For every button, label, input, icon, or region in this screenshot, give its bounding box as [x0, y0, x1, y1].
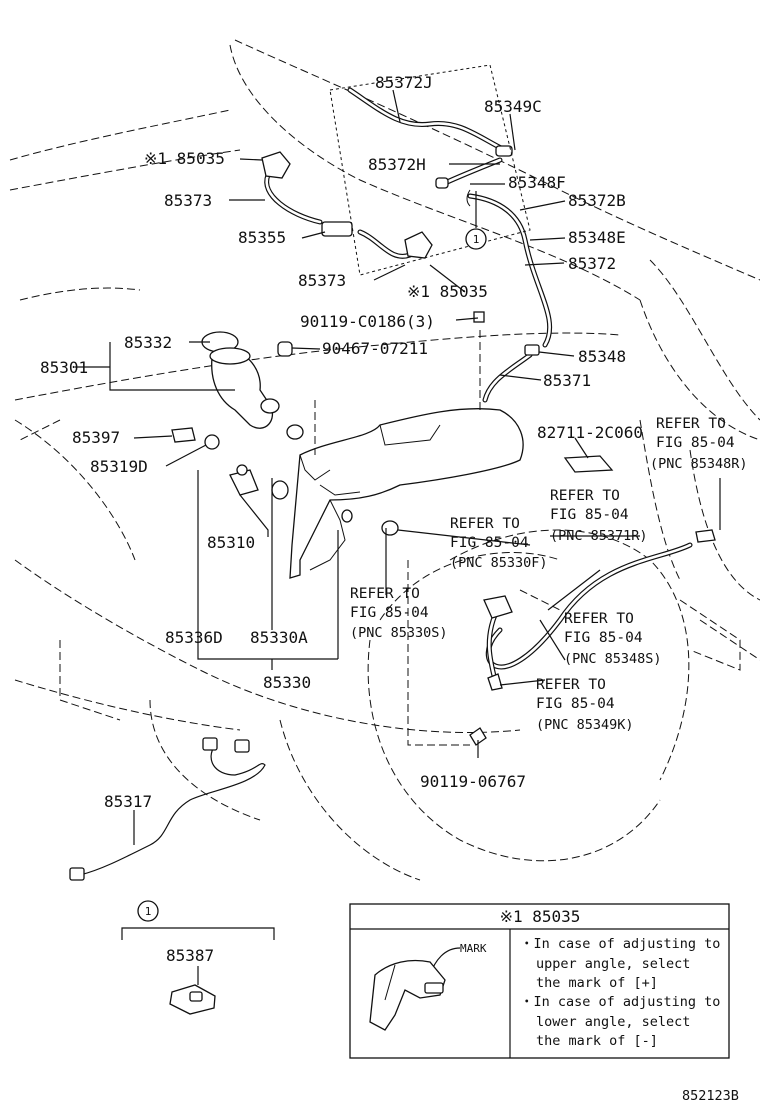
svg-text:(PNC 85330F): (PNC 85330F): [450, 555, 548, 571]
callout-1-label: 1: [473, 233, 480, 246]
svg-text:FIG 85-04: FIG 85-04: [550, 507, 629, 523]
svg-text:REFER TO: REFER TO: [550, 488, 620, 504]
svg-text:FIG 85-04: FIG 85-04: [450, 535, 529, 551]
note-line-5: lower angle, select: [536, 1014, 690, 1030]
leader-lines: [75, 64, 721, 845]
refer-85348S: REFER TO FIG 85-04 (PNC 85348S): [564, 611, 662, 667]
label-85319D: 85319D: [90, 457, 148, 476]
note-box-title: ※1 85035: [500, 907, 581, 926]
nozzles-joints: [201, 145, 540, 357]
svg-text:FIG 85-04: FIG 85-04: [350, 605, 429, 621]
svg-text:(PNC 85348R): (PNC 85348R): [650, 456, 748, 472]
note-line-6: the mark of [-]: [536, 1033, 658, 1049]
label-85348F: 85348F: [508, 173, 566, 192]
label-85035-top: ※1 85035: [144, 149, 225, 168]
label-85387: 85387: [166, 946, 214, 965]
label-90119-C0186: 90119-C0186(3): [300, 312, 435, 331]
refer-85349K: REFER TO FIG 85-04 (PNC 85349K): [536, 677, 634, 733]
note-line-4: ・In case of adjusting to: [520, 994, 720, 1010]
label-85373-bottom: 85373: [298, 271, 346, 290]
detail-callout-label: 1: [145, 905, 152, 918]
svg-text:FIG 85-04: FIG 85-04: [536, 696, 615, 712]
pumps: [171, 427, 716, 746]
label-85332: 85332: [124, 333, 172, 352]
drawing-number: 852123B: [682, 1088, 739, 1104]
svg-text:(PNC 85371R): (PNC 85371R): [550, 528, 648, 544]
label-82711-2C060: 82711-2C060: [537, 423, 643, 442]
label-85372J: 85372J: [375, 73, 433, 92]
note-line-2: upper angle, select: [536, 956, 690, 972]
label-85348E: 85348E: [568, 228, 626, 247]
detail-85387: 1 85387: [121, 900, 275, 1015]
callout-circle-1: 1: [465, 228, 487, 250]
svg-text:(PNC 85348S): (PNC 85348S): [564, 651, 662, 667]
washer-reservoir: [209, 347, 524, 579]
note-line-3: the mark of [+]: [536, 975, 658, 991]
refer-85371R: REFER TO FIG 85-04 (PNC 85371R): [550, 488, 648, 544]
hoses: [264, 87, 693, 683]
svg-text:FIG 85-04: FIG 85-04: [564, 630, 643, 646]
svg-text:FIG 85-04: FIG 85-04: [656, 435, 735, 451]
label-85372H: 85372H: [368, 155, 426, 174]
label-85348: 85348: [578, 347, 626, 366]
note-box: ※1 85035 MARK ・In case of adjusting to u…: [349, 903, 730, 1059]
label-85372B: 85372B: [568, 191, 626, 210]
wire-harness: [69, 737, 266, 881]
vehicle-outline: [9, 39, 760, 881]
svg-text:(PNC 85330S): (PNC 85330S): [350, 625, 448, 641]
label-90467-07211: 90467-07211: [322, 339, 428, 358]
refer-85330F: REFER TO FIG 85-04 (PNC 85330F): [450, 516, 548, 571]
label-85397: 85397: [72, 428, 120, 447]
label-85372: 85372: [568, 254, 616, 273]
refer-85348R: REFER TO FIG 85-04 (PNC 85348R): [650, 416, 748, 472]
label-85310: 85310: [207, 533, 255, 552]
svg-text:REFER TO: REFER TO: [450, 516, 520, 532]
svg-text:REFER TO: REFER TO: [564, 611, 634, 627]
label-85336D: 85336D: [165, 628, 223, 647]
refer-85330S: REFER TO FIG 85-04 (PNC 85330S): [350, 586, 448, 641]
svg-text:REFER TO: REFER TO: [656, 416, 726, 432]
label-85371: 85371: [543, 371, 591, 390]
refer-to-blocks: REFER TO FIG 85-04 (PNC 85348R) REFER TO…: [350, 416, 748, 733]
mark-label: MARK: [460, 942, 487, 955]
label-85355: 85355: [238, 228, 286, 247]
label-90119-06767: 90119-06767: [420, 772, 526, 791]
part-labels: 85372J 85349C ※1 85035 85372H 85348F 853…: [40, 73, 643, 811]
label-85330: 85330: [263, 673, 311, 692]
label-85035-bottom: ※1 85035: [407, 282, 488, 301]
svg-text:(PNC 85349K): (PNC 85349K): [536, 717, 634, 733]
label-85317: 85317: [104, 792, 152, 811]
svg-text:REFER TO: REFER TO: [350, 586, 420, 602]
label-85301: 85301: [40, 358, 88, 377]
label-85373-top: 85373: [164, 191, 212, 210]
note-line-1: ・In case of adjusting to: [520, 936, 720, 952]
label-85330A: 85330A: [250, 628, 308, 647]
svg-text:REFER TO: REFER TO: [536, 677, 606, 693]
label-85349C: 85349C: [484, 97, 542, 116]
